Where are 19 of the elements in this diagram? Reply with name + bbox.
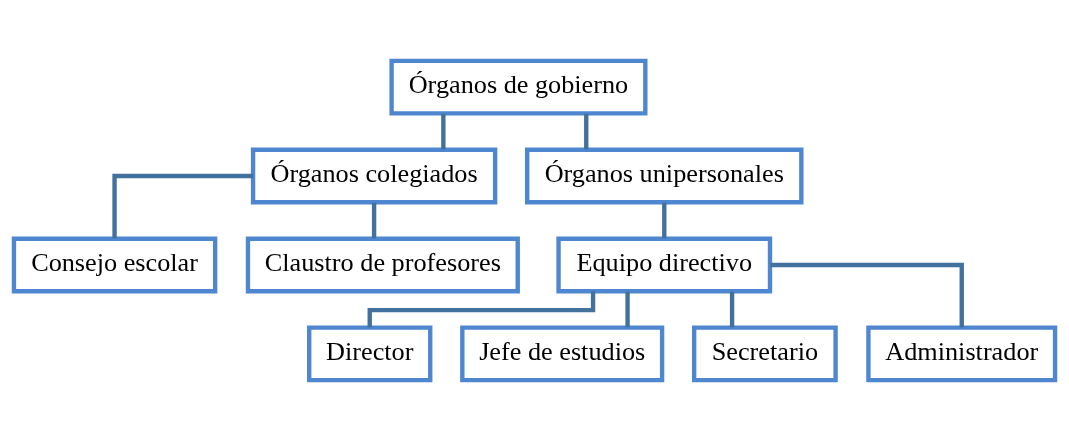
node-box: Órganos unipersonales bbox=[525, 147, 804, 205]
node-box: Administrador bbox=[866, 325, 1058, 383]
node-box: Secretario bbox=[692, 325, 838, 383]
connector bbox=[584, 113, 589, 150]
connector bbox=[367, 291, 596, 328]
node-box: Órganos de gobierno bbox=[389, 58, 648, 116]
connector bbox=[371, 202, 377, 239]
connector bbox=[729, 291, 735, 328]
connector bbox=[625, 291, 630, 328]
node-box: Claustro de profesores bbox=[245, 236, 520, 294]
connector bbox=[770, 262, 964, 328]
node-box: Consejo escolar bbox=[11, 236, 218, 294]
connector bbox=[441, 113, 446, 150]
connector bbox=[662, 202, 667, 239]
node-box: Director bbox=[307, 325, 433, 383]
node-box: Jefe de estudios bbox=[460, 325, 665, 383]
node-box: Órganos colegiados bbox=[250, 147, 498, 205]
node-box: Equipo directivo bbox=[556, 236, 773, 294]
connector bbox=[112, 173, 254, 239]
